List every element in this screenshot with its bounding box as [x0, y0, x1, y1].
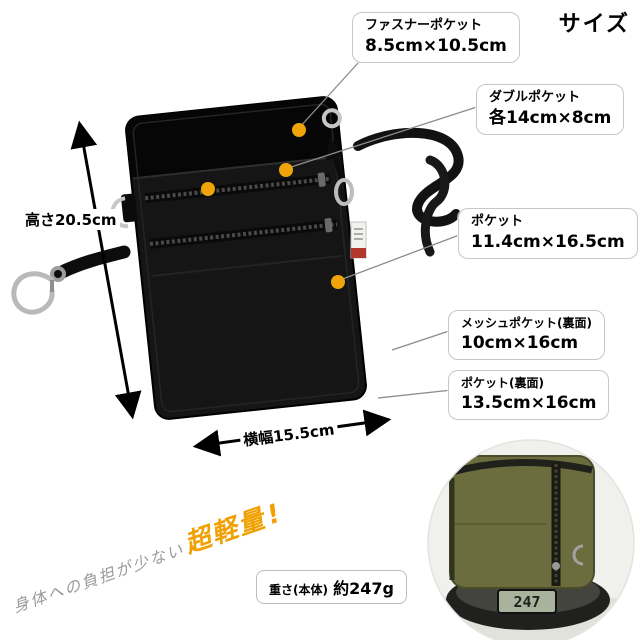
callout-pocket: ポケット 11.4cm×16.5cm: [458, 208, 638, 259]
leader-line: [298, 51, 369, 129]
size-title: サイズ: [558, 12, 630, 37]
shoulder-strap: [326, 127, 464, 257]
leader-line: [339, 233, 463, 281]
pocket-marker-dot: [201, 182, 215, 196]
callout-size: 10cm×16cm: [461, 332, 579, 353]
leader-line: [391, 329, 453, 351]
callout-label: ポケット: [471, 214, 524, 229]
pocket-marker-dot: [292, 123, 306, 137]
zipper-pull-icon: [317, 172, 326, 187]
callout-double-pocket: ダブルポケット 各14cm×8cm: [476, 84, 625, 135]
pocket-marker-dot: [279, 163, 293, 177]
zipper-top: [144, 176, 331, 201]
olive-pouch: [449, 455, 595, 589]
callout-mesh-pocket-back: メッシュポケット(裏面) 10cm×16cm: [448, 310, 605, 360]
zipper-pull-icon: [324, 218, 333, 233]
pocket-markers: [201, 123, 345, 289]
brand-tag: [350, 221, 367, 259]
height-arrow: [70, 120, 142, 420]
carabiner-icon: [11, 271, 55, 315]
zipper-pull-icon: [552, 562, 560, 570]
height-label: 高さ20.5cm: [22, 209, 120, 230]
callout-size: 11.4cm×16.5cm: [471, 231, 625, 252]
leader-line: [377, 389, 453, 399]
leader-line: [287, 105, 481, 169]
bag-illustration: [110, 96, 367, 420]
weight-value: 約247g: [333, 579, 394, 598]
callout-label: ポケット(裏面): [461, 376, 544, 390]
scale-lcd: [497, 589, 557, 614]
callout-label: メッシュポケット(裏面): [461, 316, 592, 330]
callout-label: ダブルポケット: [489, 90, 581, 105]
top-ring-icon: [321, 108, 342, 129]
zipper-middle: [149, 222, 338, 246]
weight-badge: 重さ(本体) 約247g: [256, 570, 407, 604]
callout-fastener-pocket: ファスナーポケット 8.5cm×10.5cm: [352, 12, 520, 63]
pocket-marker-dot: [331, 275, 345, 289]
bag-flap: [126, 97, 342, 179]
callout-size: 各14cm×8cm: [489, 107, 612, 128]
scale-display: 247: [513, 593, 540, 611]
weight-label: 重さ(本体): [269, 583, 328, 597]
product-photo: 247: [427, 439, 635, 640]
callout-pocket-back: ポケット(裏面) 13.5cm×16cm: [448, 370, 610, 420]
leader-lines: [287, 51, 481, 399]
callout-size: 8.5cm×10.5cm: [365, 35, 507, 56]
callout-label: ファスナーポケット: [365, 18, 483, 33]
metal-ring-icon: [334, 178, 354, 206]
callout-size: 13.5cm×16cm: [461, 392, 597, 413]
d-ring-icon: [572, 544, 584, 566]
